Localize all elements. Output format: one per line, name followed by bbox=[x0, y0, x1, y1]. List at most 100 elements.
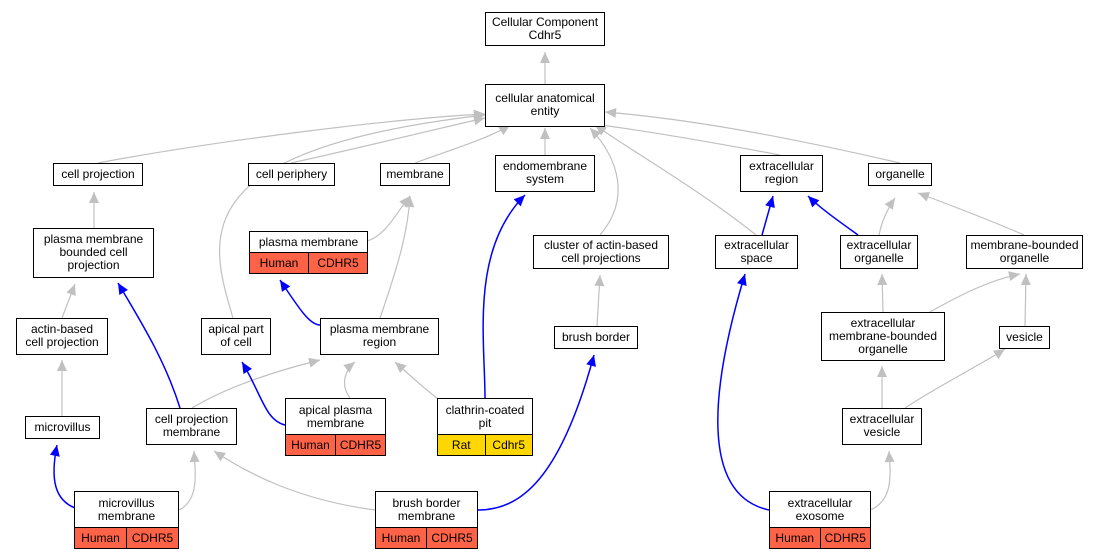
term-label: brush border bbox=[561, 329, 631, 344]
term-node-organelle[interactable]: organelle bbox=[868, 163, 932, 186]
edge-extves-vesicle-arrowhead bbox=[993, 349, 1005, 360]
term-label: extracellular membrane-bounded organelle bbox=[828, 315, 938, 356]
edge-organelle-cae bbox=[604, 111, 901, 164]
edge-cabcp-cae bbox=[589, 127, 619, 236]
term-label: membrane-bounded organelle bbox=[970, 237, 1079, 265]
term-node-bb[interactable]: brush border bbox=[554, 326, 638, 349]
term-node-membrane[interactable]: membrane bbox=[380, 163, 450, 186]
edge-microvillus-abcp-arrowhead bbox=[57, 360, 67, 371]
edge-extorg-organelle-arrowhead bbox=[884, 198, 895, 210]
edge-embo-extorg-arrowhead bbox=[877, 274, 888, 286]
edge-embo-mbo bbox=[929, 273, 1021, 313]
edge-abcp-pmbcp-arrowhead bbox=[66, 284, 76, 297]
term-node-extspace[interactable]: extracellular space bbox=[715, 235, 798, 269]
gene-tag: CDHR5 bbox=[126, 528, 178, 549]
edge-ccp-endomem-arrowhead bbox=[513, 195, 525, 207]
edge-apm-pmr-arrowhead bbox=[343, 362, 355, 373]
term-node-cae[interactable]: cellular anatomical entity bbox=[485, 84, 605, 127]
term-label: cell projection membrane bbox=[154, 412, 229, 440]
edge-bbm-cpm bbox=[213, 450, 376, 511]
term-label: apical part of cell bbox=[208, 322, 264, 350]
edge-apical-cae-arrowhead bbox=[473, 111, 485, 122]
term-node-apical[interactable]: apical part of cell bbox=[201, 318, 271, 355]
edge-mvm-microvillus-arrowhead bbox=[49, 445, 60, 457]
species-tag: Rat bbox=[438, 435, 485, 456]
edge-apm-apical bbox=[241, 361, 286, 426]
edge-ccp-endomem bbox=[482, 194, 526, 399]
edge-cpm-pmbcp-arrowhead bbox=[118, 283, 128, 296]
edge-mbo-organelle bbox=[917, 192, 1025, 236]
edge-endomem-cae-arrowhead bbox=[540, 128, 550, 139]
gene-tag: Cdhr5 bbox=[484, 435, 532, 456]
term-node-root[interactable]: Cellular Component Cdhr5 bbox=[485, 12, 605, 46]
term-node-vesicle[interactable]: vesicle bbox=[999, 326, 1050, 349]
edge-pmr-pm-arrowhead bbox=[280, 280, 291, 292]
gene-tag: CDHR5 bbox=[426, 528, 477, 549]
term-node-pmbcp[interactable]: plasma membrane bounded cell projection bbox=[33, 228, 154, 278]
term-label: membrane bbox=[386, 166, 444, 181]
term-label: extracellular space bbox=[724, 237, 789, 265]
term-label: brush border membrane bbox=[392, 495, 461, 523]
edge-bb-cabcp-arrowhead bbox=[594, 275, 605, 287]
edge-apical-cae bbox=[218, 114, 486, 319]
term-node-cellproj[interactable]: cell projection bbox=[53, 163, 143, 186]
edge-exo-extves-arrowhead bbox=[884, 451, 895, 463]
species-tag: Human bbox=[770, 528, 820, 549]
term-label: cell periphery bbox=[255, 166, 328, 181]
edge-cae-root-arrowhead bbox=[540, 52, 550, 63]
edge-cpm-pmbcp bbox=[117, 282, 181, 409]
term-node-cabcp[interactable]: cluster of actin-based cell projections bbox=[533, 235, 669, 269]
edge-extreg-cae bbox=[592, 123, 781, 156]
edge-cpm-pmr-arrowhead bbox=[308, 357, 320, 368]
term-label: endomembrane system bbox=[502, 159, 588, 187]
term-node-extorg[interactable]: extracellular organelle bbox=[840, 235, 918, 269]
edge-cellperiph-cae bbox=[290, 117, 486, 164]
term-node-cellperiph[interactable]: cell periphery bbox=[248, 163, 335, 186]
edge-bbm-bb-arrowhead bbox=[586, 355, 596, 367]
species-tag: Human bbox=[75, 528, 126, 549]
species-tag: Human bbox=[250, 253, 308, 274]
edge-membrane-cae-arrowhead bbox=[498, 125, 510, 136]
term-label: microvillus bbox=[34, 419, 91, 434]
term-node-cpm[interactable]: cell projection membrane bbox=[146, 408, 237, 445]
term-label: clathrin-coated pit bbox=[445, 402, 525, 430]
edge-extves-embo-arrowhead bbox=[877, 366, 887, 377]
species-tag: Human bbox=[376, 528, 426, 549]
term-label: extracellular region bbox=[749, 159, 814, 187]
term-node-mbo[interactable]: membrane-bounded organelle bbox=[966, 235, 1083, 269]
term-label: apical plasma membrane bbox=[298, 402, 373, 430]
term-label: actin-based cell projection bbox=[25, 322, 99, 350]
edge-mvm-cpm-arrowhead bbox=[189, 451, 200, 463]
term-node-extves[interactable]: extracellular vesicle bbox=[842, 408, 922, 445]
term-label: microvillus membrane bbox=[97, 495, 156, 523]
term-label: cluster of actin-based cell projections bbox=[543, 237, 659, 265]
edge-cpm-pmr bbox=[191, 359, 321, 409]
term-node-endomem[interactable]: endomembrane system bbox=[495, 155, 595, 192]
edge-pmr-membrane bbox=[379, 195, 411, 319]
term-node-pmr[interactable]: plasma membrane region bbox=[320, 318, 439, 355]
term-node-embo[interactable]: extracellular membrane-bounded organelle bbox=[821, 312, 945, 361]
term-node-abcp[interactable]: actin-based cell projection bbox=[16, 318, 108, 355]
edge-extspace-cae bbox=[594, 124, 757, 236]
edge-exo-extspace-arrowhead bbox=[737, 274, 747, 286]
term-node-microvillus[interactable]: microvillus bbox=[25, 416, 100, 439]
term-label: extracellular vesicle bbox=[849, 412, 915, 440]
edge-exo-extspace bbox=[717, 273, 770, 511]
edge-extorg-extreg-arrowhead bbox=[808, 196, 820, 208]
term-node-extreg[interactable]: extracellular region bbox=[740, 155, 823, 192]
term-label: extracellular exosome bbox=[787, 495, 853, 523]
gene-tag: CDHR5 bbox=[819, 528, 870, 549]
edge-cabcp-cae-arrowhead bbox=[590, 128, 602, 140]
